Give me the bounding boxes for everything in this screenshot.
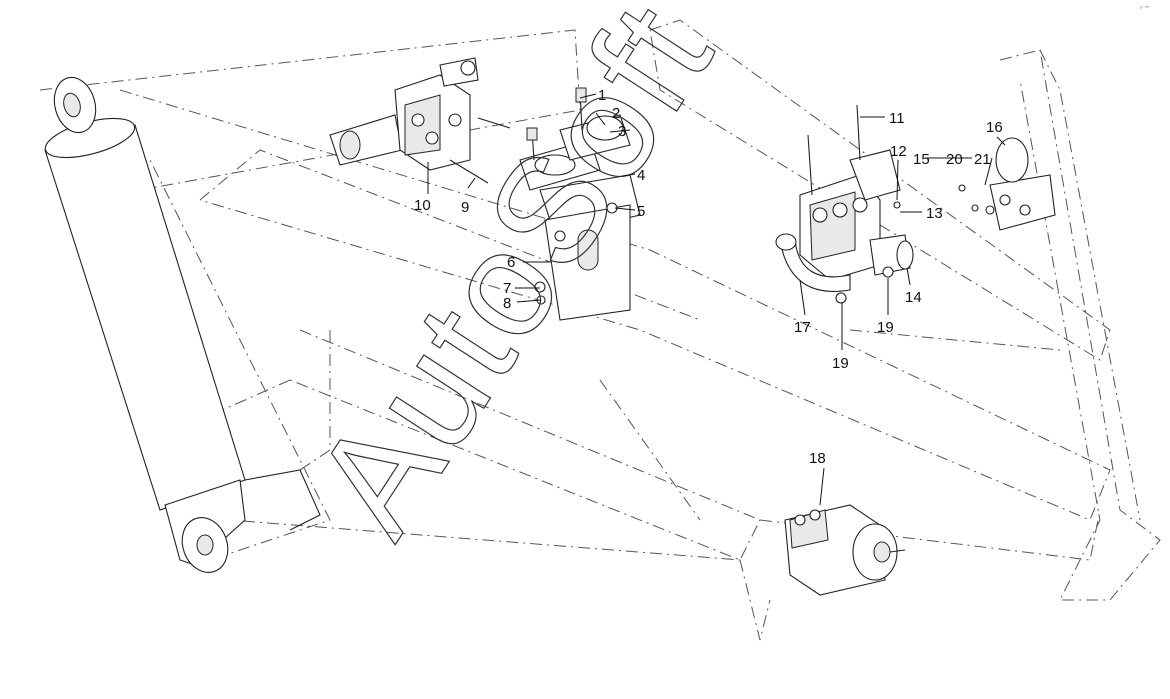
- callout-4: 4: [637, 167, 645, 184]
- callout-6: 6: [507, 254, 515, 271]
- callout-14: 14: [905, 289, 922, 306]
- callout-1: 1: [598, 87, 606, 104]
- callout-8: 8: [503, 295, 511, 312]
- callout-20: 20: [946, 151, 963, 168]
- callout-17: 17: [794, 319, 811, 336]
- callout-12: 12: [890, 143, 907, 160]
- accumulator-block: [958, 137, 1056, 231]
- callout-labels: 1 2 3 4 5 6 7 8 9 10 11 12 13 14 15 16 1…: [414, 87, 1003, 467]
- callout-3: 3: [618, 123, 626, 140]
- callout-5: 5: [637, 203, 645, 220]
- leader-lines: [427, 93, 1006, 506]
- callout-10: 10: [414, 197, 431, 214]
- corner-mark: ₚ ₘ: [1140, 3, 1149, 10]
- clamp-bracket-assembly: [519, 87, 641, 321]
- callout-15: 15: [913, 151, 930, 168]
- callout-2: 2: [612, 105, 620, 122]
- central-valve-assembly: [775, 104, 914, 304]
- callout-21: 21: [974, 151, 991, 168]
- callout-16: 16: [986, 119, 1003, 136]
- callout-11: 11: [889, 110, 905, 127]
- callout-9: 9: [461, 199, 469, 216]
- valve-block-10: [329, 57, 511, 184]
- callout-13: 13: [926, 205, 943, 222]
- callout-7: 7: [503, 280, 511, 297]
- callout-19b: 19: [832, 355, 849, 372]
- callout-19: 19: [877, 319, 894, 336]
- hydraulic-pump-18: [784, 504, 906, 596]
- callout-18: 18: [809, 450, 826, 467]
- watermark: AutoSoft: [281, 0, 744, 562]
- hydraulic-cylinder: [44, 76, 321, 573]
